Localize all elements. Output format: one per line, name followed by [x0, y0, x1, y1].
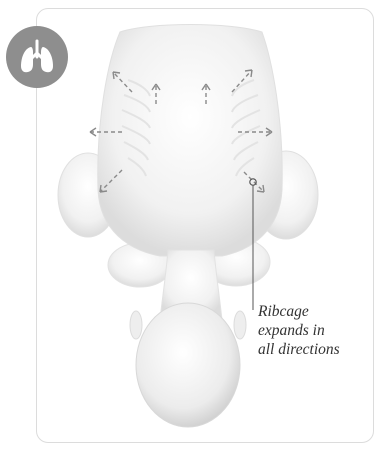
ribcage-annotation: Ribcage expands in all directions — [258, 302, 376, 359]
torso — [98, 25, 282, 257]
annotation-line-2: expands in — [258, 321, 376, 340]
head — [136, 303, 240, 427]
annotation-line-3: all directions — [258, 340, 376, 359]
annotation-line-1: Ribcage — [258, 302, 376, 321]
